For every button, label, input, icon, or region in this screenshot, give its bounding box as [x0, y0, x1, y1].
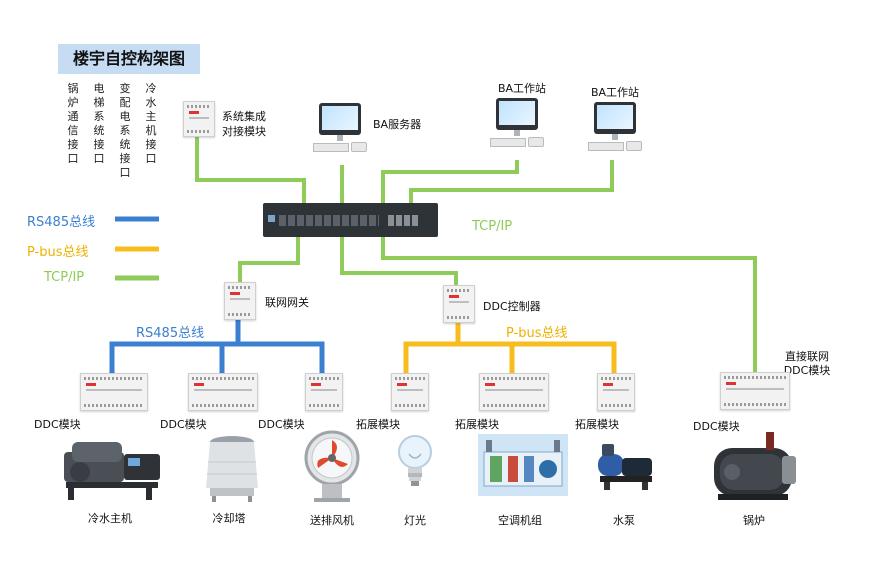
ext-module-1: [391, 373, 429, 411]
ddc-controller-label: DDC控制器: [483, 300, 541, 313]
ext-module-3-label: 拓展模块: [575, 418, 619, 431]
ddc-module-4-label: DDC模块: [693, 420, 740, 433]
ext-module-2-label: 拓展模块: [455, 418, 499, 431]
workstation-2-label: BA工作站: [590, 86, 640, 99]
workstation-1-computer: [490, 98, 544, 147]
ddc-module-4: [720, 372, 790, 410]
tcpip-line-gateway: [238, 237, 300, 282]
fan-icon: [304, 430, 360, 502]
chiller-icon: [64, 442, 160, 500]
legend-pbus: P-bus总线: [27, 245, 89, 260]
water-pump-icon: [598, 444, 652, 490]
tcpip-line-ws2: [409, 160, 614, 205]
pbus-bus-label: P-bus总线: [506, 326, 568, 341]
gateway-module: [224, 282, 256, 320]
fan-label: 送排风机: [310, 514, 354, 527]
network-switch: [263, 203, 438, 237]
direct-ddc-label: 直接联网DDC模块: [783, 350, 831, 377]
ddc-module-3-label: DDC模块: [258, 418, 305, 431]
ba-server-computer: [313, 103, 367, 152]
light-label: 灯光: [404, 514, 426, 527]
light-bulb-icon: [398, 435, 432, 486]
ddc-module-2: [188, 373, 258, 411]
integration-module: [183, 101, 215, 137]
legend-tcpip: TCP/IP: [44, 270, 85, 285]
ext-module-2: [479, 373, 549, 411]
boiler-label: 锅炉: [743, 514, 765, 527]
ddc-module-3: [305, 373, 343, 411]
air-handling-unit-icon: [478, 434, 568, 496]
boiler-icon: [714, 432, 796, 500]
ba-server-label: BA服务器: [373, 118, 422, 131]
tcpip-line-ws1: [381, 160, 519, 205]
tcpip-label: TCP/IP: [472, 219, 513, 234]
ahu-label: 空调机组: [498, 514, 542, 527]
legend-rs485: RS485总线: [27, 215, 96, 230]
rs485-bus-label: RS485总线: [136, 326, 205, 341]
workstation-2-computer: [588, 102, 642, 151]
pump-label: 水泵: [613, 514, 635, 527]
cooling-tower-label: 冷却塔: [212, 512, 246, 525]
tcpip-line-direct-ddc: [381, 237, 757, 372]
gateway-label: 联网网关: [265, 296, 309, 309]
ddc-module-1: [80, 373, 148, 411]
ext-module-1-label: 拓展模块: [356, 418, 400, 431]
interface-chiller: 冷水主机接口: [145, 82, 157, 165]
ddc-module-2-label: DDC模块: [160, 418, 207, 431]
interface-power: 变配电系统接口: [119, 82, 131, 179]
chiller-label: 冷水主机: [88, 512, 132, 525]
tcpip-line-ddc-controller: [340, 237, 458, 285]
ddc-controller-module: [443, 285, 475, 323]
cooling-tower-icon: [206, 436, 258, 502]
integration-module-label: 系统集成对接模块: [222, 110, 266, 138]
interface-elevator: 电梯系统接口: [93, 82, 105, 165]
workstation-1-label: BA工作站: [497, 82, 547, 95]
rs485-line-main: [109, 341, 325, 373]
ext-module-3: [597, 373, 635, 411]
interface-boiler: 锅炉通信接口: [67, 82, 79, 165]
ddc-module-1-label: DDC模块: [34, 418, 81, 431]
tcpip-line-integration: [195, 136, 306, 205]
diagram-title: 楼宇自控构架图: [58, 44, 200, 74]
